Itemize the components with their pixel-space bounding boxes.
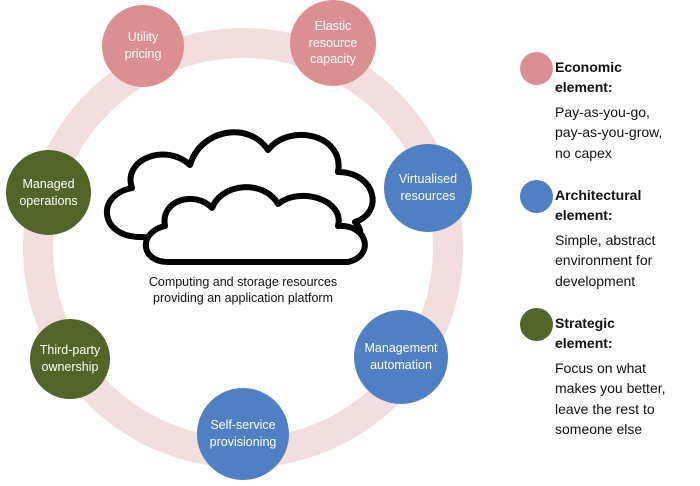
- cloud-caption: Computing and storage resources providin…: [148, 275, 338, 306]
- node-managed-operations: Managed operations: [6, 150, 91, 235]
- node-label: Virtualised resources: [398, 172, 458, 203]
- node-label: Elastic resource capacity: [308, 18, 358, 67]
- legend-dot-architectural: [520, 180, 553, 213]
- legend-strategic: Strategic element: Focus on what makes y…: [520, 308, 700, 458]
- legend-economic: Economic element: Pay-as-you-go, pay-as-…: [520, 52, 700, 182]
- node-label: Utility pricing: [124, 30, 162, 61]
- node-label: Management automation: [364, 341, 438, 372]
- node-elastic-capacity: Elastic resource capacity: [290, 0, 376, 86]
- legend-description: Focus on what makes you better, leave th…: [555, 360, 666, 437]
- cloud-icon-front: [142, 184, 368, 265]
- node-virtualised-resources: Virtualised resources: [384, 144, 472, 232]
- legend-title: Strategic element:: [555, 315, 615, 351]
- legend-description: Simple, abstract environment for develop…: [555, 232, 656, 289]
- legend-architectural: Architectural element: Simple, abstract …: [520, 180, 700, 305]
- node-self-service-provisioning: Self-service provisioning: [197, 388, 289, 480]
- node-utility-pricing: Utility pricing: [102, 5, 184, 87]
- legend-dot-strategic: [520, 308, 553, 341]
- node-label: Managed operations: [19, 176, 78, 208]
- legend-title: Economic element:: [555, 59, 622, 95]
- legend-description: Pay-as-you-go, pay-as-you-grow, no capex: [555, 104, 663, 161]
- node-label: Self-service provisioning: [209, 418, 277, 449]
- node-label: Third-party ownership: [39, 343, 101, 374]
- legend-title: Architectural element:: [555, 187, 642, 223]
- node-management-automation: Management automation: [354, 310, 448, 404]
- node-third-party-ownership: Third-party ownership: [30, 319, 110, 399]
- legend-dot-economic: [520, 52, 553, 85]
